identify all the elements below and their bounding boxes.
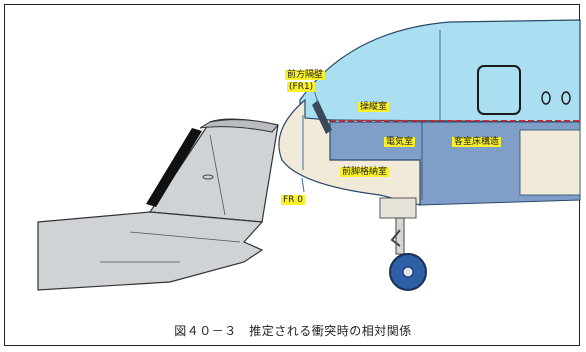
- cargo-area: [519, 129, 581, 196]
- gear-strut: [395, 217, 405, 255]
- cockpit-label: 操縦室: [358, 102, 390, 112]
- wheel-hub: [402, 266, 414, 278]
- gear-link: [390, 229, 401, 247]
- frame-zero-label: FR 0: [281, 195, 306, 205]
- forward-bulkhead: [312, 100, 332, 134]
- cabin-door: [477, 65, 521, 115]
- stab-line-1: [129, 231, 241, 243]
- electrical-room-label: 電気室: [384, 137, 416, 147]
- nose-gear-bay-label: 前脚格納室: [340, 167, 390, 177]
- window-2: [561, 91, 571, 105]
- fin-tip: [199, 119, 279, 133]
- fin-line: [209, 134, 226, 216]
- fr1-pointer: [313, 89, 319, 104]
- nose-cone: [278, 98, 421, 206]
- de-icing-boot: [146, 128, 202, 207]
- figure-caption: 図４０－３ 推定される衝突時の相対関係: [174, 324, 412, 338]
- cabin-floor-structure-label: 客室床構造: [452, 137, 502, 147]
- forward-bulkhead-frame-label: (FR1): [287, 82, 316, 92]
- fin-marker: [202, 174, 214, 180]
- window-1: [541, 91, 551, 105]
- fr0-pointer: [301, 177, 305, 193]
- forward-bulkhead-label: 前方隔壁: [285, 70, 326, 80]
- gear-door: [379, 197, 417, 219]
- horizontal-stabilizer: [37, 211, 264, 291]
